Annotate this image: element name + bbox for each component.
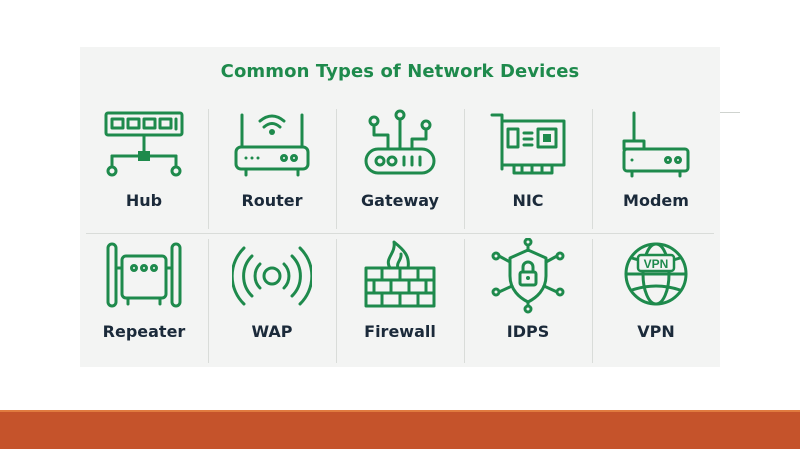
divider	[336, 109, 337, 229]
device-label: IDPS	[506, 322, 550, 341]
repeater-icon	[106, 242, 182, 308]
gateway-icon	[364, 109, 436, 175]
divider	[86, 233, 714, 234]
devices-panel: Common Types of Network Devices	[80, 47, 720, 367]
divider	[592, 109, 593, 229]
footer-band-accent	[0, 410, 800, 413]
device-label: NIC	[512, 191, 544, 210]
device-label: Firewall	[364, 322, 436, 341]
page-title: Common Types of Network Devices	[220, 61, 580, 82]
divider	[464, 109, 465, 229]
footer-band	[0, 412, 800, 449]
device-firewall: Firewall	[336, 236, 464, 367]
device-nic: NIC	[464, 105, 592, 236]
divider	[208, 239, 209, 363]
device-idps: IDPS	[464, 236, 592, 367]
device-label: WAP	[251, 322, 293, 341]
divider	[208, 109, 209, 229]
divider	[336, 239, 337, 363]
device-label: Repeater	[102, 322, 186, 341]
device-router: Router	[208, 105, 336, 236]
device-label: VPN	[637, 322, 675, 341]
device-wap: WAP	[208, 236, 336, 367]
device-vpn: VPN VPN	[592, 236, 720, 367]
divider	[720, 112, 740, 113]
vpn-icon: VPN	[624, 242, 688, 306]
divider	[464, 239, 465, 363]
device-repeater: Repeater	[80, 236, 208, 367]
router-icon	[234, 113, 310, 177]
nic-icon	[490, 113, 566, 175]
divider	[592, 239, 593, 363]
device-hub: Hub	[80, 105, 208, 236]
wap-icon	[232, 246, 312, 306]
firewall-icon	[364, 240, 436, 308]
device-label: Hub	[125, 191, 163, 210]
device-modem: Modem	[592, 105, 720, 236]
device-gateway: Gateway	[336, 105, 464, 236]
vpn-icon-text: VPN	[644, 257, 669, 271]
modem-icon	[622, 111, 690, 178]
hub-icon	[104, 111, 184, 177]
devices-grid: Hub Router	[80, 105, 720, 367]
device-label: Modem	[623, 191, 689, 210]
device-label: Router	[241, 191, 303, 210]
device-label: Gateway	[361, 191, 439, 210]
idps-icon	[491, 238, 565, 314]
